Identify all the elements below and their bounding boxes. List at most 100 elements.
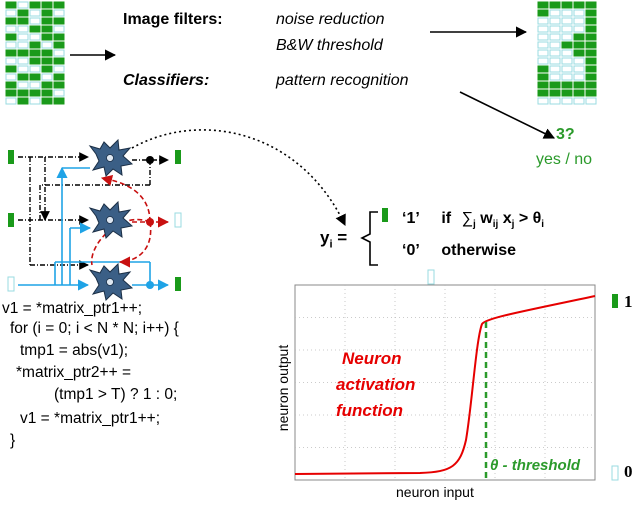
theta-subscript: i xyxy=(541,219,545,231)
empty-pixel-icon xyxy=(549,73,561,81)
green-pixel-icon xyxy=(41,1,53,9)
empty-pixel-icon xyxy=(5,25,17,33)
case2-value: ‘0’ xyxy=(402,242,419,259)
empty-pixel-icon xyxy=(17,65,29,73)
green-pixel-icon xyxy=(585,89,597,97)
empty-pixel-icon xyxy=(573,17,585,25)
empty-pixel-icon xyxy=(53,49,65,57)
empty-pixel-icon xyxy=(53,9,65,17)
empty-pixel-icon xyxy=(573,57,585,65)
empty-pixel-icon xyxy=(29,17,41,25)
green-pixel-icon xyxy=(29,57,41,65)
output-low-label: 0 xyxy=(624,462,633,481)
output-pixel-3 xyxy=(175,277,181,291)
empty-pixel-icon xyxy=(561,49,573,57)
output-pixel-2 xyxy=(174,212,182,228)
green-pixel-icon xyxy=(5,81,17,89)
empty-pixel-icon xyxy=(573,73,585,81)
arrow-neuron-to-equation xyxy=(131,129,346,227)
classifier-item: pattern recognition xyxy=(276,72,409,89)
classifiers-label: Classifiers: xyxy=(123,72,210,89)
arrow-classifier-to-result xyxy=(459,91,556,139)
neuron-cell-icon xyxy=(88,138,134,177)
green-pixel-icon xyxy=(585,33,597,41)
output-high-label: 1 xyxy=(624,292,633,311)
threshold-label: θ - threshold xyxy=(490,457,581,474)
case1-value: ‘1’ xyxy=(402,210,419,227)
green-pixel-icon xyxy=(17,73,29,81)
empty-pixel-icon xyxy=(561,33,573,41)
code-line: } xyxy=(10,432,16,449)
green-pixel-icon xyxy=(53,97,65,105)
green-pixel-icon xyxy=(549,89,561,97)
code-line: *matrix_ptr2++ = xyxy=(16,364,132,381)
empty-pixel-icon xyxy=(585,97,597,105)
equation-pixel-on xyxy=(382,208,388,222)
green-pixel-icon xyxy=(53,73,65,81)
empty-pixel-icon xyxy=(17,81,29,89)
green-pixel-icon xyxy=(17,89,29,97)
empty-pixel-icon xyxy=(17,33,29,41)
empty-pixel-icon xyxy=(53,65,65,73)
plot-ylabel: neuron output xyxy=(275,345,291,432)
green-pixel-icon xyxy=(537,89,549,97)
green-pixel-icon xyxy=(41,9,53,17)
activation-curve xyxy=(294,295,596,475)
green-pixel-icon xyxy=(561,89,573,97)
green-pixel-icon xyxy=(5,49,17,57)
green-pixel-icon xyxy=(41,89,53,97)
classification-answer: yes / no xyxy=(536,151,593,168)
plot-title-line: function xyxy=(336,401,404,420)
green-pixel-icon xyxy=(53,17,65,25)
green-pixel-icon xyxy=(17,97,29,105)
empty-pixel-icon xyxy=(29,33,41,41)
code-line: v1 = *matrix_ptr1++; xyxy=(2,300,142,317)
red-junction xyxy=(146,218,154,226)
empty-pixel-icon xyxy=(41,41,53,49)
green-pixel-icon xyxy=(585,9,597,17)
green-pixel-icon xyxy=(5,17,17,25)
image-filters-label: Image filters: xyxy=(123,11,223,28)
equals-sign: = xyxy=(332,228,348,247)
empty-pixel-icon xyxy=(561,97,573,105)
green-pixel-icon xyxy=(573,49,585,57)
empty-pixel-icon xyxy=(537,25,549,33)
green-pixel-icon xyxy=(561,81,573,89)
empty-pixel-icon xyxy=(17,41,29,49)
empty-pixel-icon xyxy=(573,97,585,105)
empty-pixel-icon xyxy=(549,9,561,17)
empty-pixel-icon xyxy=(561,17,573,25)
greater-than: > xyxy=(518,210,529,227)
code-line: for (i = 0; i < N * N; i++) { xyxy=(10,320,179,337)
equation-brace xyxy=(360,211,378,266)
green-pixel-icon xyxy=(29,41,41,49)
plot-title-line: Neuron xyxy=(342,349,402,368)
weight-var: w xyxy=(480,210,493,227)
empty-pixel-icon xyxy=(5,97,17,105)
green-pixel-icon xyxy=(41,81,53,89)
green-pixel-icon xyxy=(29,49,41,57)
equation-pixel-off xyxy=(427,269,435,285)
green-pixel-icon xyxy=(585,25,597,33)
green-pixel-icon xyxy=(17,17,29,25)
empty-pixel-icon xyxy=(29,9,41,17)
green-pixel-icon xyxy=(585,49,597,57)
green-pixel-icon xyxy=(585,73,597,81)
green-pixel-icon xyxy=(41,57,53,65)
input-pixel-1 xyxy=(8,150,14,164)
empty-pixel-icon xyxy=(41,73,53,81)
green-pixel-icon xyxy=(573,41,585,49)
green-pixel-icon xyxy=(53,41,65,49)
green-pixel-icon xyxy=(41,25,53,33)
green-pixel-icon xyxy=(29,89,41,97)
green-pixel-icon xyxy=(585,1,597,9)
green-pixel-icon xyxy=(537,65,549,73)
equation-case-1: ‘1’ if ∑j wij xj > θi xyxy=(402,210,545,231)
empty-pixel-icon xyxy=(561,25,573,33)
lhs-variable: y xyxy=(320,228,330,247)
green-pixel-icon xyxy=(41,49,53,57)
empty-pixel-icon xyxy=(561,73,573,81)
green-pixel-icon xyxy=(573,89,585,97)
empty-pixel-icon xyxy=(17,25,29,33)
